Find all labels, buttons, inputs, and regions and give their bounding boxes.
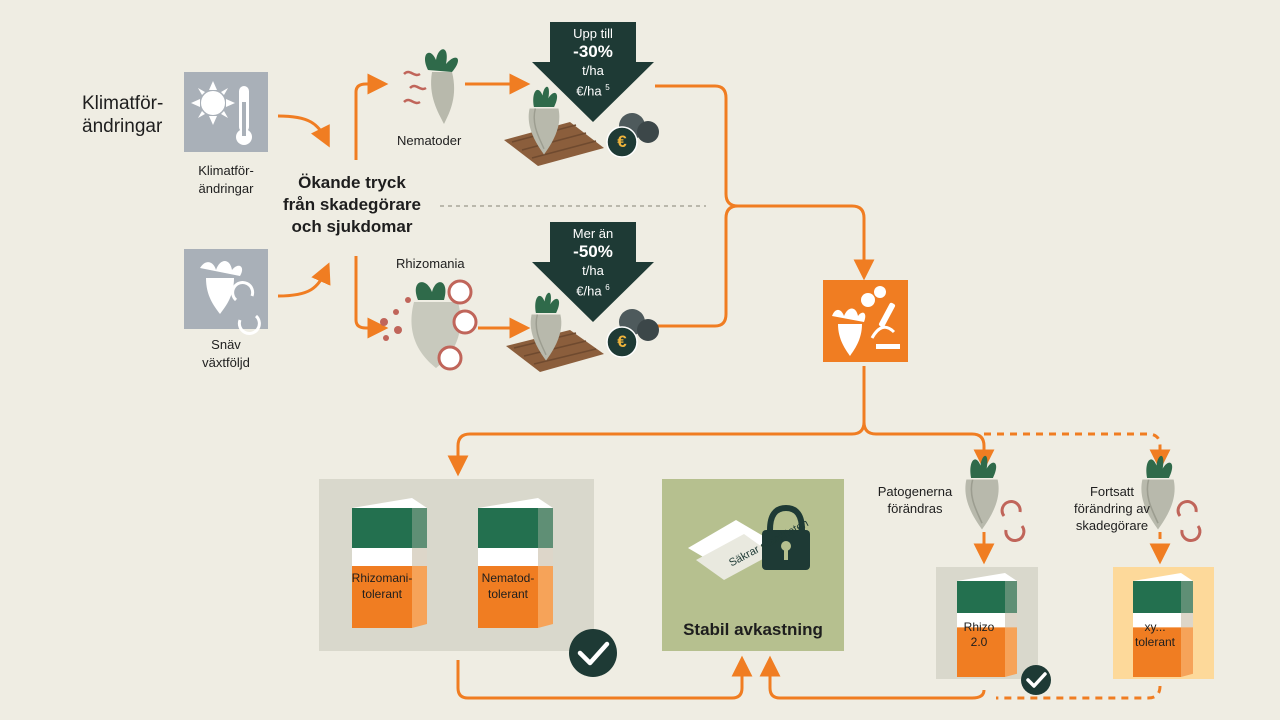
stability-label: Stabil avkastning — [683, 620, 823, 639]
euro-coins-2 — [606, 309, 659, 358]
loss-ref-2: 6 — [605, 283, 610, 292]
field-beet-2 — [506, 291, 604, 372]
pack-label-rhizo2: Rhizo 2.0 — [963, 620, 995, 649]
loss-arrow-rhizomania — [532, 222, 654, 322]
loss-label-1: Upp till -30% t/ha €/ha 5 — [553, 25, 633, 99]
left-title: Klimatför- ändringar — [82, 93, 164, 137]
loss-unit2-2: €/ha — [576, 283, 602, 299]
lock-icon — [762, 504, 810, 570]
loss-value-1: -30% — [573, 42, 613, 61]
climate-change-factor — [184, 72, 268, 152]
stability-panel — [662, 479, 844, 651]
loss-unit2-1: €/ha — [576, 83, 602, 99]
loss-prefix-1: Upp till — [573, 26, 613, 41]
nematode-tolerant-pack — [478, 498, 553, 628]
pack-label-xy: xy... tolerant — [1134, 620, 1176, 649]
loss-value-2: -50% — [573, 242, 613, 261]
threat-label-nematode: Nematoder — [397, 133, 462, 148]
loss-label-2: Mer än -50% t/ha €/ha 6 — [553, 225, 633, 299]
threat-label-rhizomania: Rhizomania — [396, 256, 465, 271]
nematode-beet-icon — [403, 49, 459, 124]
beet-rotation-icon — [200, 261, 261, 335]
euro-symbol-2: € — [617, 332, 627, 351]
tight-rotation-factor — [184, 249, 268, 335]
changing-beet-icon — [964, 455, 1026, 542]
euro-coins-1 — [606, 113, 659, 158]
euro-symbol-1: € — [617, 132, 627, 151]
pack-label-rhizomania: Rhizomani- tolerant — [351, 571, 413, 601]
changing-beet-icon-2 — [1140, 455, 1202, 542]
check-icon-small — [1021, 665, 1051, 695]
research-tile — [823, 280, 908, 362]
rhizomania-tolerant-pack — [352, 498, 427, 628]
loss-ref-1: 5 — [605, 83, 610, 92]
beet-microscope-money-icon — [832, 286, 900, 356]
stacked-sugar-icon — [688, 520, 772, 580]
field-beet-1 — [504, 85, 604, 166]
loss-arrow-nematode — [532, 22, 654, 122]
flow-connectors — [277, 73, 1171, 700]
future-label-pests: Fortsatt förändring av skadegörare — [1074, 484, 1150, 533]
climate-icon-tile — [184, 72, 268, 152]
pack-label-nematode: Nematod- tolerant — [481, 571, 535, 601]
sun-thermometer-icon — [191, 81, 252, 145]
check-icon — [569, 629, 617, 677]
loss-unit1-2: t/ha — [582, 263, 604, 278]
future-label-pathogens: Patogenerna förändras — [877, 484, 953, 516]
center-heading: Ökande tryck från skadegörare och sjukdo… — [283, 173, 421, 236]
rhizomania-beet-icon — [380, 279, 478, 371]
factor-label-rotation: Snäv växtföljd — [202, 337, 250, 370]
loss-unit1-1: t/ha — [582, 63, 604, 78]
loss-prefix-2: Mer än — [572, 226, 614, 241]
factor-label-climate: Klimatför- ändringar — [198, 163, 254, 196]
